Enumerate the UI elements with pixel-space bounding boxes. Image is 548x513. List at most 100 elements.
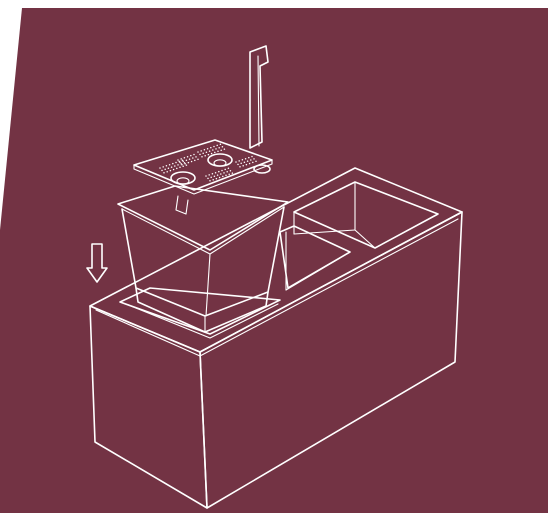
perforation-dot bbox=[191, 161, 193, 163]
perforation-dot bbox=[239, 166, 241, 168]
perforation-dot bbox=[184, 163, 186, 165]
perforation-dot bbox=[218, 147, 220, 149]
perforation-dot bbox=[186, 164, 188, 166]
perforation-dot bbox=[220, 149, 222, 151]
perforation-dot bbox=[186, 159, 188, 161]
perforation-dot bbox=[224, 148, 226, 150]
perforation-dot bbox=[208, 174, 210, 176]
perforation-dot bbox=[197, 151, 199, 153]
perforation-dot bbox=[171, 166, 173, 168]
perforation-dot bbox=[204, 155, 206, 157]
perforation-dot bbox=[207, 178, 209, 180]
perforation-dot bbox=[177, 164, 179, 166]
perforation-dot bbox=[228, 173, 230, 175]
perforation-dot bbox=[211, 153, 213, 155]
perforation-dot bbox=[195, 156, 197, 158]
perforation-dot bbox=[162, 166, 164, 168]
perforation-dot bbox=[189, 158, 191, 160]
perforation-dot bbox=[252, 162, 254, 164]
perforation-dot bbox=[248, 157, 250, 159]
perforation-dot bbox=[210, 147, 212, 149]
perforation-dot bbox=[230, 170, 232, 172]
perforation-dot bbox=[225, 175, 227, 177]
perforation-dot bbox=[212, 149, 214, 151]
perforation-dot bbox=[200, 150, 202, 152]
perforation-dot bbox=[214, 175, 216, 177]
perforation-dot bbox=[222, 176, 224, 178]
perforation-dot bbox=[181, 164, 183, 166]
perforation-dot bbox=[193, 154, 195, 156]
perforation-dot bbox=[219, 177, 221, 179]
perforation-dot bbox=[242, 165, 244, 167]
perforation-dot bbox=[166, 171, 168, 173]
perforation-dot bbox=[206, 151, 208, 153]
perforation-dot bbox=[168, 167, 170, 169]
perforation-dot bbox=[201, 156, 203, 158]
perforation-dot bbox=[215, 148, 217, 150]
perforation-dot bbox=[172, 163, 174, 165]
perforation-dot bbox=[174, 165, 176, 167]
perforation-dot bbox=[217, 151, 219, 153]
perforation-dot bbox=[192, 157, 194, 159]
perforation-dot bbox=[212, 179, 214, 181]
perforation-dot bbox=[249, 163, 251, 165]
perforation-dot bbox=[235, 161, 237, 163]
perforation-dot bbox=[177, 159, 179, 161]
perforation-dot bbox=[242, 159, 244, 161]
perforation-dot bbox=[209, 150, 211, 152]
perforation-dot bbox=[214, 152, 216, 154]
perforation-dot bbox=[184, 157, 186, 159]
perforation-dot bbox=[238, 160, 240, 162]
perforation-dot bbox=[221, 170, 223, 172]
perforation-dot bbox=[161, 170, 163, 172]
perforation-dot bbox=[232, 172, 234, 174]
perforation-dot bbox=[199, 154, 201, 156]
perforation-dot bbox=[204, 149, 206, 151]
perforation-dot bbox=[218, 171, 220, 173]
perforation-dot bbox=[207, 148, 209, 150]
perforation-dot bbox=[251, 156, 253, 158]
perforation-dot bbox=[176, 168, 178, 170]
perforation-dot bbox=[244, 161, 246, 163]
perforation-dot bbox=[247, 160, 249, 162]
perforation-dot bbox=[166, 165, 168, 167]
perforation-dot bbox=[190, 155, 192, 157]
perforation-dot bbox=[173, 169, 175, 171]
perforation-dot bbox=[202, 153, 204, 155]
perforation-dot bbox=[197, 159, 199, 161]
perforation-dot bbox=[228, 168, 230, 170]
perforation-dot bbox=[179, 167, 181, 169]
perforation-dot bbox=[159, 167, 161, 169]
perforation-dot bbox=[182, 165, 184, 167]
perforation-dot bbox=[213, 146, 215, 148]
perforation-dot bbox=[220, 173, 222, 175]
perforation-dot bbox=[180, 158, 182, 160]
perforation-dot bbox=[220, 144, 222, 146]
perforation-dot bbox=[170, 170, 172, 172]
perforation-dot bbox=[223, 172, 225, 174]
perforation-dot bbox=[237, 164, 239, 166]
perforation-dot bbox=[224, 169, 226, 171]
perforation-dot bbox=[217, 174, 219, 176]
perforation-dot bbox=[226, 171, 228, 173]
perforation-dot bbox=[222, 146, 224, 148]
perforation-dot bbox=[169, 164, 171, 166]
perforation-dot bbox=[255, 161, 257, 163]
perforation-dot bbox=[210, 177, 212, 179]
perforation-dot bbox=[164, 169, 166, 171]
perforation-dot bbox=[182, 161, 184, 163]
perforation-dot bbox=[175, 162, 177, 164]
perforation-dot bbox=[208, 154, 210, 156]
perforation-dot bbox=[216, 178, 218, 180]
perforation-dot bbox=[187, 156, 189, 158]
perforation-dot bbox=[246, 164, 248, 166]
perforation-dot bbox=[253, 158, 255, 160]
perforation-dot bbox=[245, 158, 247, 160]
perforation-dot bbox=[194, 160, 196, 162]
perforation-dot bbox=[240, 163, 242, 165]
perforation-dot bbox=[212, 173, 214, 175]
perforation-dot bbox=[205, 175, 207, 177]
perforation-dot bbox=[179, 162, 181, 164]
